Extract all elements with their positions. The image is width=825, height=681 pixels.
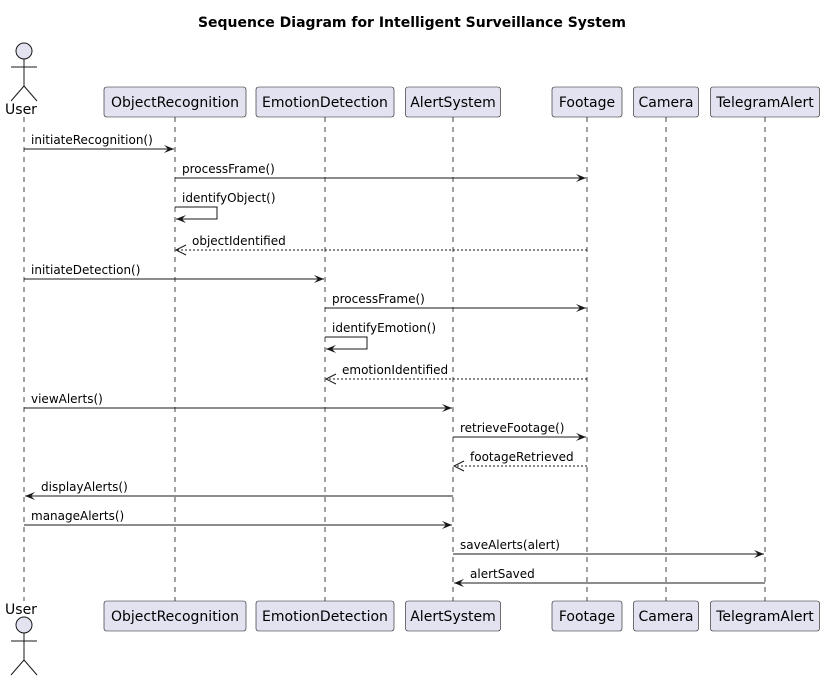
participant-telegramalert-top: TelegramAlert — [710, 86, 820, 118]
participant-telegramalert-bottom: TelegramAlert — [710, 600, 820, 632]
participant-emotiondetection-bottom: EmotionDetection — [255, 600, 395, 632]
message-12: displayAlerts() — [25, 480, 453, 500]
arrowhead-icon — [576, 304, 586, 312]
actor-head-icon — [15, 616, 33, 634]
participant-box — [255, 600, 395, 632]
participant-box — [103, 600, 247, 632]
arrowhead-icon — [164, 145, 174, 153]
message-4: objectIdentified — [174, 234, 587, 256]
message-label: saveAlerts(alert) — [460, 538, 560, 552]
participant-camera-bottom: Camera — [633, 600, 699, 632]
participant-box — [633, 600, 699, 632]
participant-box — [710, 86, 820, 118]
message-13: manageAlerts() — [24, 509, 452, 529]
messages: initiateRecognition() processFrame() ident… — [24, 133, 765, 587]
participant-label: AlertSystem — [410, 609, 496, 625]
participant-box — [551, 600, 623, 632]
arrowhead-icon — [314, 275, 324, 283]
participant-user-top: User — [5, 42, 38, 118]
participant-box — [710, 600, 820, 632]
participant-box — [405, 86, 501, 118]
arrowhead-icon — [176, 215, 186, 223]
participant-emotiondetection-top: EmotionDetection — [255, 86, 395, 118]
message-label: identifyEmotion() — [332, 321, 436, 335]
arrowhead-icon — [326, 345, 336, 353]
message-label: objectIdentified — [192, 234, 286, 248]
message-1: initiateRecognition() — [24, 133, 174, 153]
message-label: initiateRecognition() — [31, 133, 153, 147]
actor-right-leg-icon — [23, 85, 38, 102]
message-label: processFrame() — [182, 162, 275, 176]
arrowhead-icon — [442, 404, 452, 412]
participant-label: TelegramAlert — [715, 95, 814, 111]
message-15: alertSaved — [454, 567, 765, 587]
participant-label: AlertSystem — [410, 95, 496, 111]
participant-label: ObjectRecognition — [111, 609, 239, 625]
participant-label: Camera — [639, 609, 694, 625]
arrowhead-icon — [754, 550, 764, 558]
message-label: displayAlerts() — [41, 480, 128, 494]
arrowhead-icon — [25, 492, 35, 500]
participant-objectrecognition-top: ObjectRecognition — [103, 86, 247, 118]
participant-box — [255, 86, 395, 118]
participant-label: Camera — [639, 95, 694, 111]
participant-box — [633, 86, 699, 118]
message-label: viewAlerts() — [31, 392, 103, 406]
actor-left-leg-icon — [10, 659, 25, 676]
actor-left-leg-icon — [10, 85, 25, 102]
arrowhead-icon — [452, 460, 465, 472]
message-line — [175, 206, 218, 220]
arrowhead-icon — [576, 174, 586, 182]
participant-label: TelegramAlert — [715, 609, 814, 625]
actor-head-icon — [15, 42, 33, 60]
message-label: retrieveFootage() — [460, 421, 564, 435]
message-label: identifyObject() — [182, 191, 276, 205]
actor-right-leg-icon — [23, 659, 38, 676]
message-label: processFrame() — [332, 292, 425, 306]
participant-box — [405, 600, 501, 632]
message-5: initiateDetection() — [24, 263, 324, 283]
participant-box — [551, 86, 623, 118]
diagram-title: Sequence Diagram for Intelligent Surveil… — [198, 15, 626, 31]
message-3: identifyObject() — [175, 191, 276, 223]
message-9: viewAlerts() — [24, 392, 452, 412]
participant-alertsystem-top: AlertSystem — [405, 86, 501, 118]
participant-camera-top: Camera — [633, 86, 699, 118]
message-line — [325, 336, 368, 350]
participant-footage-top: Footage — [551, 86, 623, 118]
participant-label: EmotionDetection — [262, 95, 388, 111]
arrowhead-icon — [324, 373, 337, 385]
message-6: processFrame() — [325, 292, 586, 312]
participant-objectrecognition-bottom: ObjectRecognition — [103, 600, 247, 632]
message-11: footageRetrieved — [452, 450, 587, 472]
participant-label: EmotionDetection — [262, 609, 388, 625]
message-label: emotionIdentified — [342, 363, 448, 377]
participant-label: ObjectRecognition — [111, 95, 239, 111]
message-label: footageRetrieved — [470, 450, 574, 464]
message-7: identifyEmotion() — [325, 321, 436, 353]
participant-alertsystem-bottom: AlertSystem — [405, 600, 501, 632]
arrowhead-icon — [442, 521, 452, 529]
participant-box — [103, 86, 247, 118]
participant-label: Footage — [559, 609, 615, 625]
arrowhead-icon — [174, 244, 187, 256]
participants-top: User ObjectRecognition EmotionDetection Ale… — [5, 42, 820, 118]
message-8: emotionIdentified — [324, 363, 587, 385]
message-label: manageAlerts() — [31, 509, 124, 523]
arrowhead-icon — [454, 579, 464, 587]
participants-bottom: User ObjectRecognition EmotionDetection Ale… — [5, 600, 820, 676]
message-label: initiateDetection() — [31, 263, 140, 277]
actor-label: User — [5, 102, 37, 118]
actor-label: User — [5, 602, 37, 618]
message-14: saveAlerts(alert) — [453, 538, 764, 558]
message-label: alertSaved — [470, 567, 535, 581]
participant-footage-bottom: Footage — [551, 600, 623, 632]
message-2: processFrame() — [175, 162, 586, 182]
lifelines — [23, 117, 766, 601]
message-10: retrieveFootage() — [453, 421, 586, 441]
arrowhead-icon — [576, 433, 586, 441]
participant-user-bottom: User — [5, 602, 38, 676]
participant-label: Footage — [559, 95, 615, 111]
